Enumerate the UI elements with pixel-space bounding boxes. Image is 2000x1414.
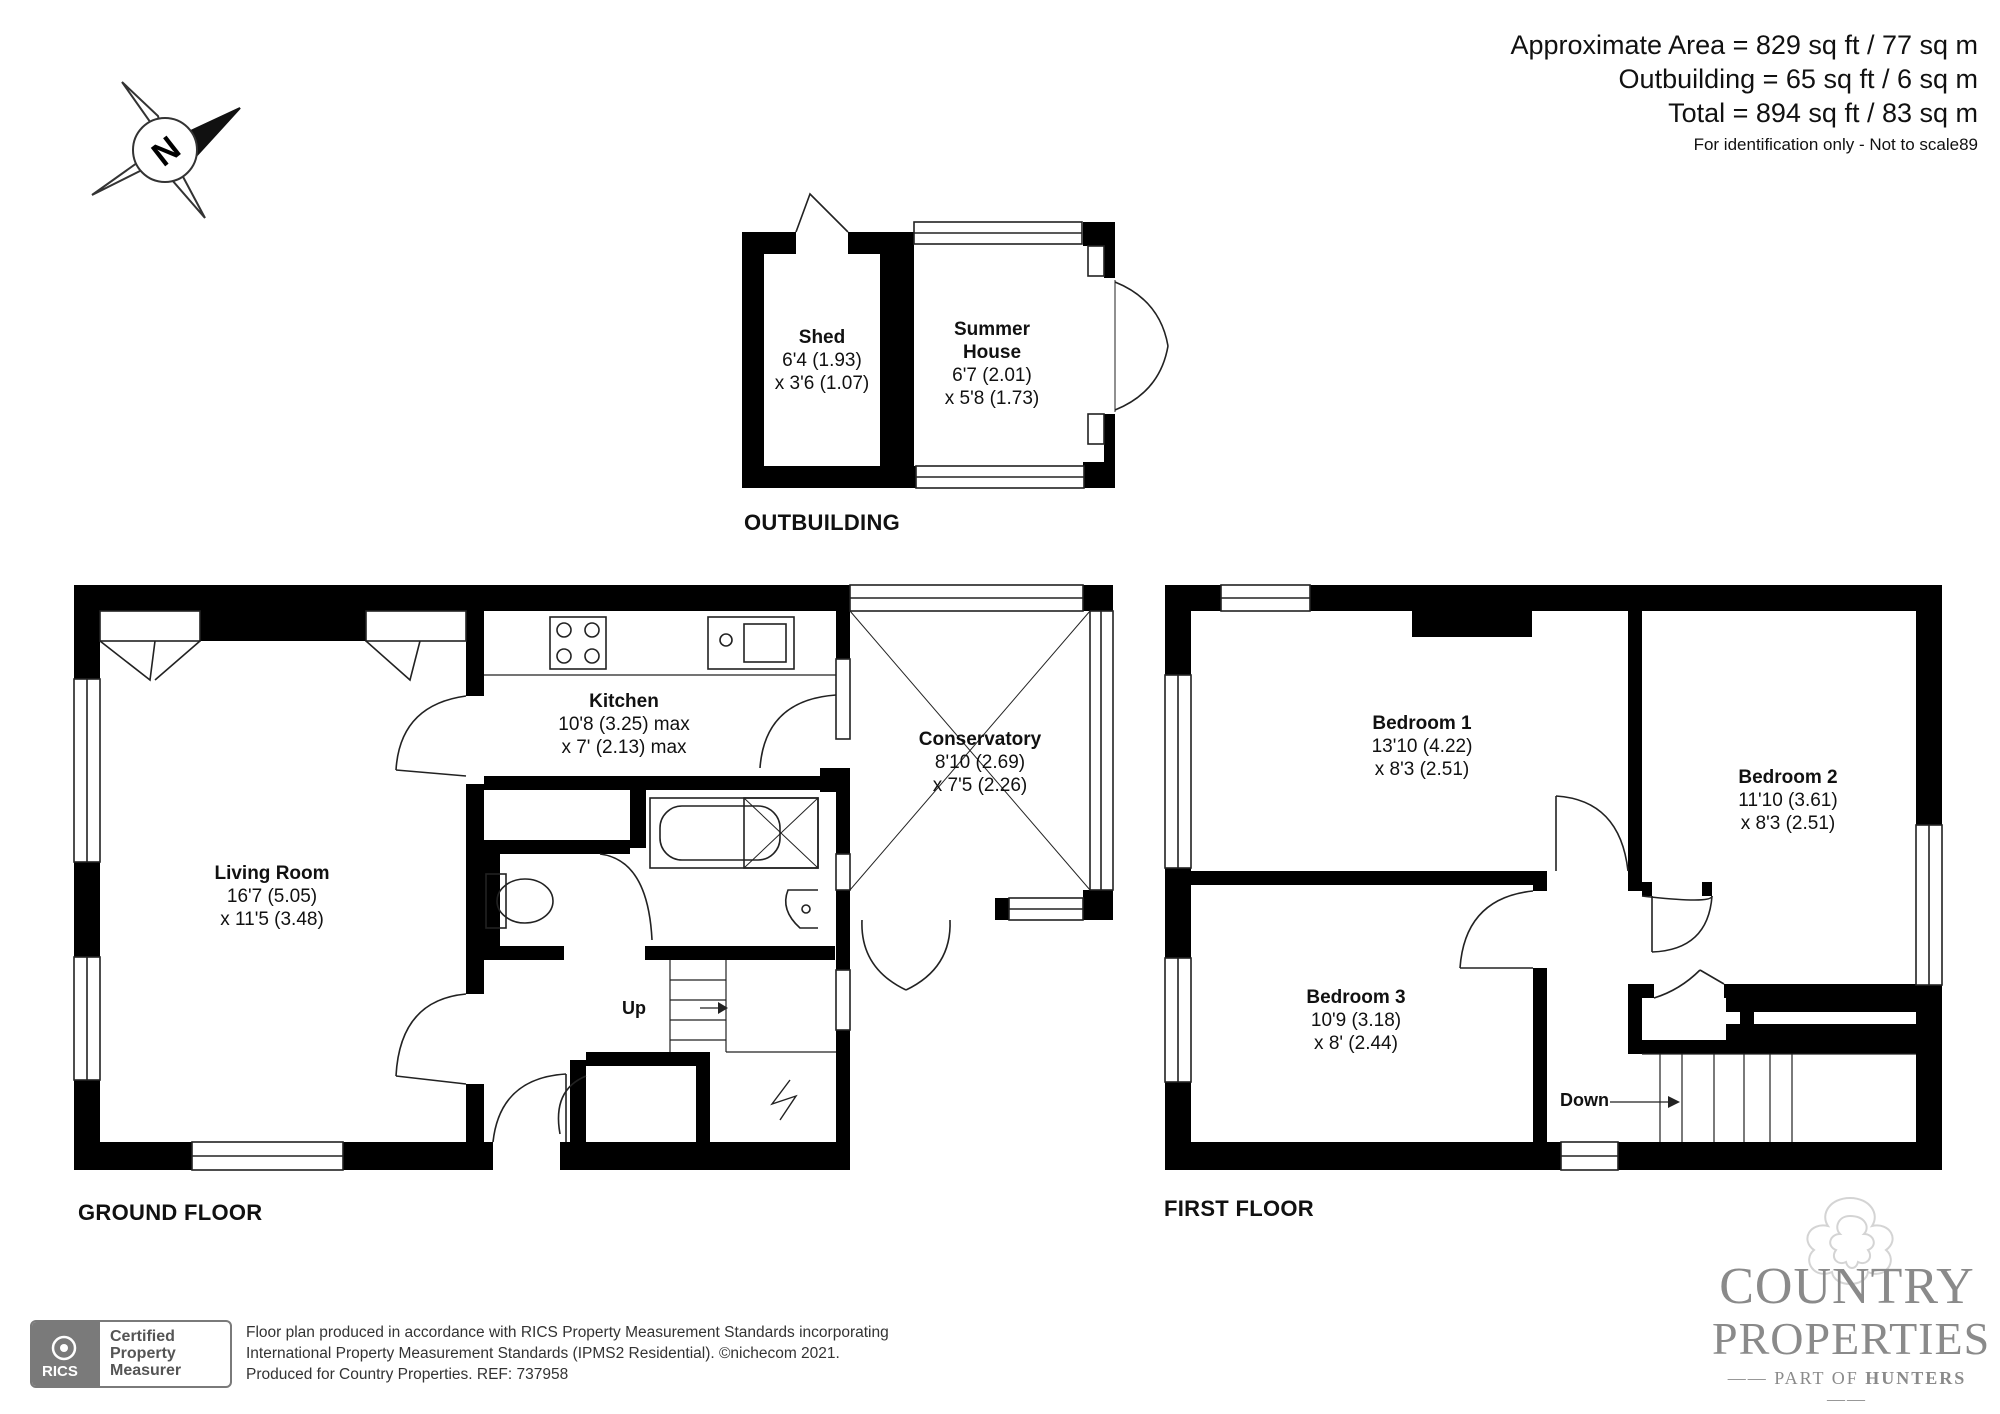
brand-logo: COUNTRY PROPERTIES —— PART OF HUNTERS —— (1712, 1258, 1991, 1410)
room-dim-1: 6'4 (1.93) (782, 350, 862, 371)
room-name: Conservatory (918, 729, 1042, 750)
footer-disclaimer: Floor plan produced in accordance with R… (246, 1322, 889, 1385)
room-dim-1: 6'7 (2.01) (952, 365, 1032, 386)
footer-line-3: Produced for Country Properties. REF: 73… (246, 1366, 569, 1383)
room-name: Shed (798, 327, 846, 348)
room-kitchen: Kitchen 10'8 (3.25) max x 7' (2.13) max (558, 690, 689, 759)
footer-line-2: International Property Measurement Stand… (246, 1345, 840, 1362)
outbuilding-plan (742, 222, 1115, 488)
brand-line-1: COUNTRY (1719, 1258, 1975, 1315)
first-floor-label: FIRST FLOOR (1164, 1196, 1314, 1221)
room-name: Bedroom 3 (1306, 987, 1406, 1008)
outbuilding-area: Outbuilding = 65 sq ft / 6 sq m (1618, 64, 1978, 94)
stairs-up-label: Up (622, 998, 646, 1018)
room-dim-2: x 7' (2.13) max (561, 737, 687, 758)
area-summary: Approximate Area = 829 sq ft / 77 sq m O… (1510, 28, 1978, 160)
brand-line-2: PROPERTIES (1712, 1313, 1991, 1364)
ground-floor-walls (74, 585, 1113, 1170)
room-bedroom-2: Bedroom 2 11'10 (3.61) x 8'3 (2.51) (1738, 766, 1837, 835)
room-dim-2: x 3'6 (1.07) (774, 373, 870, 394)
room-name: Summer (953, 319, 1031, 340)
room-dim-1: 8'10 (2.69) (934, 752, 1026, 773)
room-name: Bedroom 2 (1738, 767, 1838, 788)
first-floor-walls (1165, 585, 1942, 1170)
ground-floor-label: GROUND FLOOR (78, 1200, 263, 1225)
room-conservatory: Conservatory 8'10 (2.69) x 7'5 (2.26) (919, 728, 1042, 797)
rics-logo-panel: RICS (32, 1322, 100, 1386)
ground-floor-windows-doors (73, 584, 1114, 1171)
room-dim-1: 13'10 (4.22) (1371, 736, 1473, 757)
brand-parent: HUNTERS (1865, 1368, 1967, 1388)
room-name: Bedroom 1 (1372, 713, 1472, 734)
room-dim-2: x 11'5 (3.48) (220, 909, 324, 930)
room-dim-2: x 8'3 (2.51) (1374, 759, 1470, 780)
total-area: Total = 894 sq ft / 83 sq m (1668, 98, 1978, 128)
rics-line-2: Property (110, 1345, 176, 1362)
footer-line-1: Floor plan produced in accordance with R… (246, 1324, 889, 1341)
room-name: House (962, 342, 1022, 363)
approximate-area: Approximate Area = 829 sq ft / 77 sq m (1510, 30, 1978, 60)
rics-text: Certified Property Measurer (110, 1328, 181, 1379)
rics-word: RICS (42, 1363, 78, 1380)
room-bedroom-3: Bedroom 3 10'9 (3.18) x 8' (2.44) (1306, 986, 1405, 1055)
rics-line-1: Certified (110, 1328, 175, 1345)
compass-icon: N (91, 81, 241, 219)
stairs-down-label: Down (1560, 1090, 1609, 1110)
outbuilding-label: OUTBUILDING (744, 510, 901, 535)
rics-emblem-icon (51, 1335, 77, 1361)
room-dim-2: x 8'3 (2.51) (1740, 813, 1836, 834)
brand-part-of-text: PART OF (1774, 1368, 1859, 1388)
room-dim-1: 16'7 (5.05) (226, 886, 318, 907)
room-dim-2: x 7'5 (2.26) (932, 775, 1028, 796)
brand-tree-icon (1806, 1196, 1894, 1285)
scale-note: For identification only - Not to scale89 (1693, 135, 1978, 154)
room-name: Living Room (214, 863, 330, 884)
room-shed: Shed 6'4 (1.93) x 3'6 (1.07) (775, 326, 869, 395)
room-bedroom-1: Bedroom 1 13'10 (4.22) x 8'3 (2.51) (1372, 712, 1473, 781)
room-dim-1: 11'10 (3.61) (1738, 790, 1838, 811)
room-name: Kitchen (589, 691, 659, 712)
room-dim-1: 10'8 (3.25) max (558, 714, 690, 735)
outbuilding-windows-doors (795, 192, 1169, 489)
room-dim-2: x 5'8 (1.73) (944, 388, 1040, 409)
room-dim-2: x 8' (2.44) (1314, 1033, 1398, 1054)
first-floor-windows-doors (1164, 584, 1943, 1171)
rics-line-3: Measurer (110, 1362, 182, 1379)
rics-badge: RICS Certified Property Measurer (30, 1320, 232, 1388)
room-living-room: Living Room 16'7 (5.05) x 11'5 (3.48) (214, 862, 329, 931)
brand-part-of: —— PART OF HUNTERS —— (1727, 1368, 1967, 1409)
room-summer-house: Summer House 6'7 (2.01) x 5'8 (1.73) (945, 318, 1039, 410)
room-dim-1: 10'9 (3.18) (1310, 1010, 1402, 1031)
